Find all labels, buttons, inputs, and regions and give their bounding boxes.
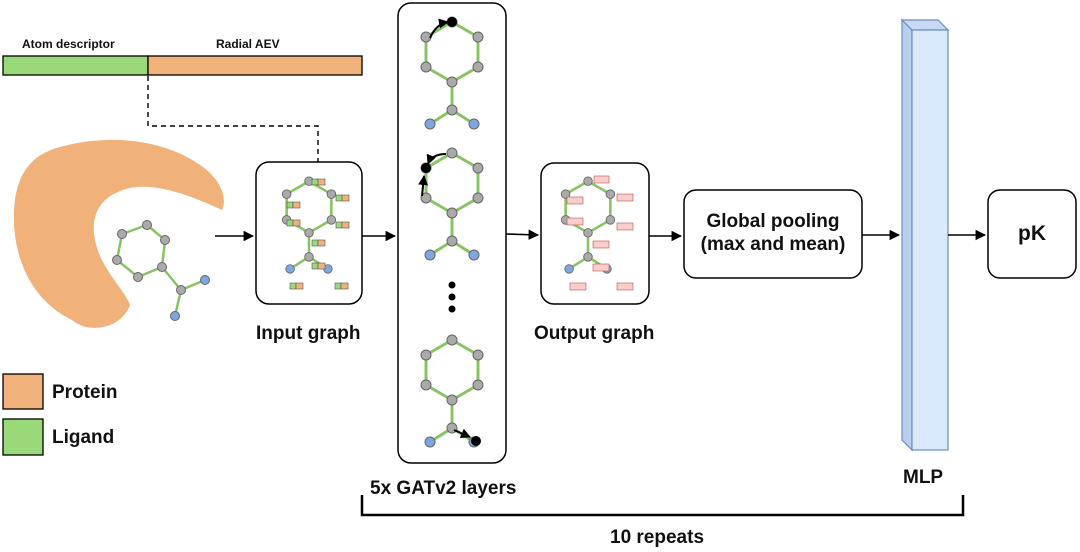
gat-focus-node-3 [471, 436, 481, 446]
output-graph-label: Output graph [534, 323, 655, 344]
atom-descriptor-bar [2, 55, 149, 76]
global-pooling-line1: Global pooling [706, 211, 840, 232]
gat-attention-arrow-4 [453, 428, 471, 438]
gat-focus-node-2 [421, 163, 431, 173]
flow-arrows [215, 229, 987, 242]
descriptor-connector [147, 76, 322, 184]
gat-attention-arrow-1 [429, 18, 449, 39]
repeats-bracket [360, 495, 965, 517]
legend-protein-swatch [2, 373, 44, 410]
gat-layers-label: 5x GATv2 layers [370, 478, 517, 499]
input-graph-label: Input graph [256, 323, 361, 344]
pk-label: pK [1018, 222, 1046, 245]
repeats-label: 10 repeats [610, 527, 705, 548]
protein-shape [13, 139, 224, 328]
legend-protein-label: Protein [52, 382, 118, 403]
gat-attention-arrow-3 [418, 175, 429, 197]
global-pooling-box [683, 189, 863, 279]
radial-aev-bar [147, 55, 363, 76]
global-pooling-line2: (max and mean) [700, 234, 846, 255]
ligand-molecule [112, 220, 210, 321]
legend-ligand-label: Ligand [52, 427, 115, 448]
arrow-gat-to-output [505, 229, 540, 240]
atom-descriptor-label: Atom descriptor [22, 37, 115, 51]
global-pooling-label: Global pooling (max and mean) [684, 210, 862, 256]
gat-focus-node-1 [447, 17, 457, 27]
pk-box [987, 189, 1077, 279]
input-feature-chips [286, 178, 350, 290]
mlp-block [900, 18, 950, 452]
radial-aev-label: Radial AEV [216, 37, 280, 51]
output-feature-chips [566, 175, 634, 291]
gat-attention-arrow-2 [426, 153, 447, 165]
mlp-label: MLP [903, 467, 944, 488]
gat-ellipsis [448, 281, 456, 313]
legend-ligand-swatch [2, 418, 44, 456]
